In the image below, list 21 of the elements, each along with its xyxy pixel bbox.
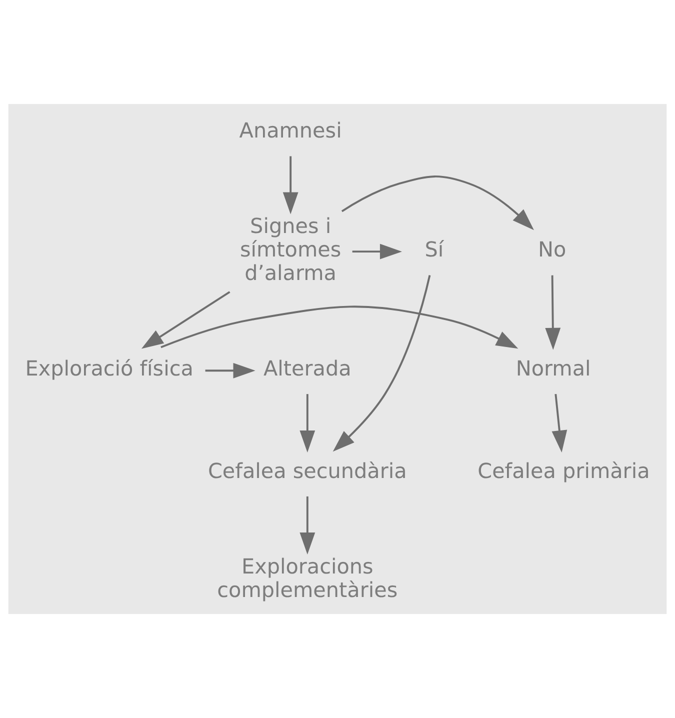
node-text: No: [538, 237, 566, 262]
arrow: [160, 306, 518, 349]
arrow: [341, 176, 534, 230]
node-text: Normal: [516, 356, 591, 381]
arrow: [545, 275, 561, 350]
arrow: [300, 496, 316, 555]
arrow: [332, 275, 431, 452]
arrow: [552, 394, 568, 452]
node-text: Signes i símtomes d’alarma: [240, 214, 342, 285]
arrow: [282, 156, 298, 214]
arrow: [300, 394, 316, 452]
arrow: [141, 291, 230, 349]
node-text: Exploració física: [25, 356, 194, 381]
node-text: Sí: [424, 237, 444, 262]
arrow: [352, 244, 402, 260]
node-text: Cefalea primària: [478, 458, 650, 483]
node-text: Cefalea secundària: [208, 458, 407, 483]
node-text: Anamnesi: [239, 118, 342, 142]
arrow: [205, 362, 256, 378]
node-text: Exploracions complementàries: [217, 554, 398, 602]
node-text: Alterada: [264, 356, 352, 381]
